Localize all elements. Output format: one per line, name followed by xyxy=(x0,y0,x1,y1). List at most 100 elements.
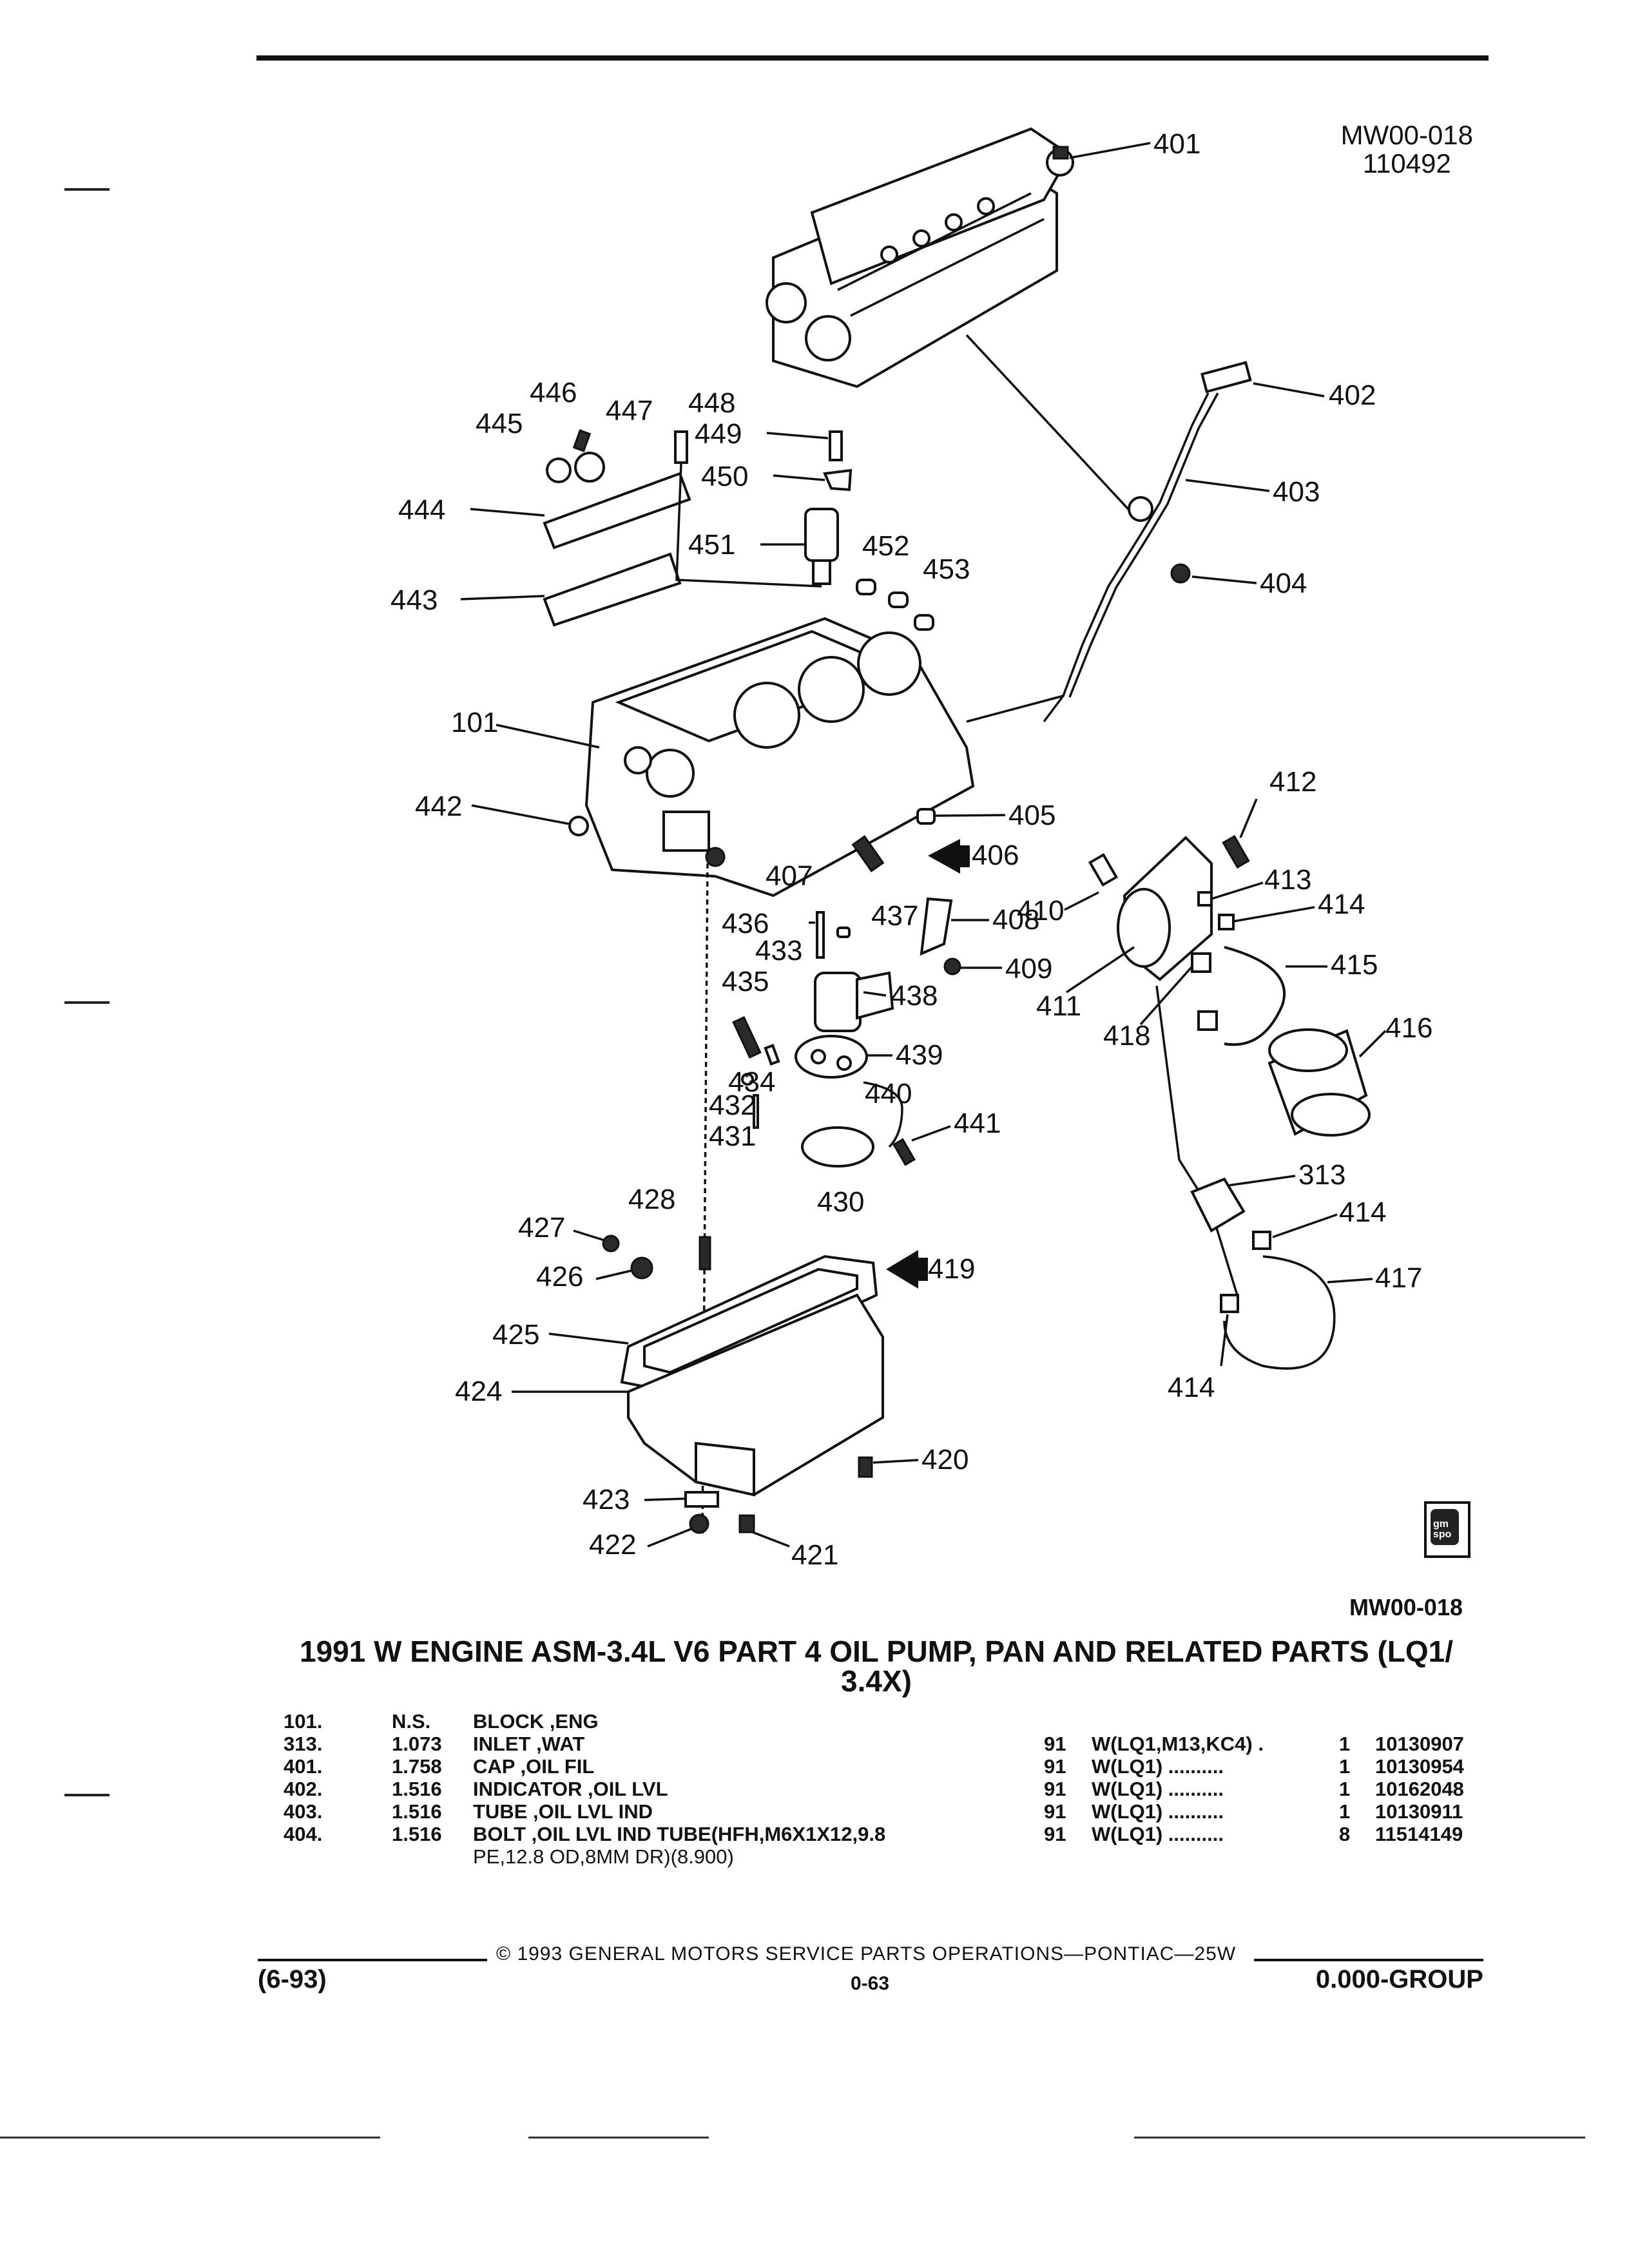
callout-313: 313 xyxy=(1298,1159,1345,1191)
cover-parts-illustration xyxy=(543,429,934,631)
document-number: MW00-018 xyxy=(1340,120,1473,150)
leader-450 xyxy=(773,474,825,481)
gm-spo-logo: gm spo xyxy=(1424,1501,1470,1558)
part-version: 1.516 xyxy=(392,1823,442,1845)
callout-422: 422 xyxy=(589,1529,636,1561)
part-version: N.S. xyxy=(392,1710,431,1733)
part-quantity: 8 xyxy=(1339,1823,1351,1845)
part-description: INDICATOR ,OIL LVL xyxy=(473,1778,668,1800)
callout-443: 443 xyxy=(390,584,438,616)
top-rule xyxy=(256,55,1489,61)
callout-413: 413 xyxy=(1264,864,1311,896)
page-number: 0-63 xyxy=(851,1973,890,1994)
part-number: 10162048 xyxy=(1375,1778,1464,1800)
leader-405 xyxy=(935,814,1006,817)
leader-414b xyxy=(1272,1213,1338,1238)
callout-452: 452 xyxy=(862,530,909,562)
document-id: MW00-018 110492 xyxy=(1341,121,1473,178)
parts-list: 101. N.S. BLOCK ,ENG 313. 1.073 INLET ,W… xyxy=(284,1710,1495,1868)
callout-424: 424 xyxy=(455,1376,502,1407)
part-version: 1.758 xyxy=(392,1755,442,1778)
leader-417 xyxy=(1327,1278,1373,1283)
leader-422 xyxy=(647,1527,693,1548)
callout-444: 444 xyxy=(398,494,445,526)
callout-416: 416 xyxy=(1385,1012,1432,1044)
group-number: 0.000-GROUP xyxy=(1315,1965,1483,1994)
part-ref: 403. xyxy=(284,1800,323,1823)
callout-414-middle: 414 xyxy=(1339,1196,1386,1228)
part-application: W(LQ1) .......... xyxy=(1092,1823,1224,1845)
callout-411: 411 xyxy=(1036,990,1081,1022)
part-ref: 402. xyxy=(284,1778,323,1800)
leader-101 xyxy=(496,724,600,749)
leader-410 xyxy=(1064,891,1099,911)
edge-mark xyxy=(64,1794,110,1796)
callout-440: 440 xyxy=(865,1078,912,1110)
part-application: W(LQ1) .......... xyxy=(1092,1755,1224,1778)
callout-401: 401 xyxy=(1153,128,1200,160)
callout-437: 437 xyxy=(871,900,918,932)
callout-428: 428 xyxy=(628,1184,675,1215)
leader-427 xyxy=(573,1229,605,1242)
callout-419: 419 xyxy=(928,1253,975,1285)
callout-403: 403 xyxy=(1273,476,1320,508)
page-title-line-1: 1991 W ENGINE ASM-3.4L V6 PART 4 OIL PUM… xyxy=(299,1635,1454,1668)
cylinder-head-illustration xyxy=(766,127,1074,389)
leader-442 xyxy=(471,804,574,826)
parts-row: 401. 1.758 CAP ,OIL FIL 91 W(LQ1) ......… xyxy=(284,1755,1495,1778)
callout-426: 426 xyxy=(536,1261,583,1293)
leader-423 xyxy=(644,1497,685,1501)
leader-444 xyxy=(470,508,545,517)
callout-417: 417 xyxy=(1375,1262,1422,1294)
callout-402: 402 xyxy=(1329,380,1376,411)
leader-404 xyxy=(1191,575,1257,584)
bottom-rule xyxy=(0,2137,380,2138)
callout-449: 449 xyxy=(695,418,742,450)
callout-436: 436 xyxy=(722,908,769,939)
callout-405: 405 xyxy=(1008,800,1055,831)
figure-reference: MW00-018 xyxy=(1349,1594,1463,1620)
callout-415: 415 xyxy=(1331,949,1378,981)
part-description: PE,12.8 OD,8MM DR)(8.900) xyxy=(473,1845,734,1868)
water-inlet-hose-illustration xyxy=(1155,985,1336,1370)
callout-439: 439 xyxy=(896,1039,943,1071)
part-version: 1.073 xyxy=(392,1733,442,1755)
part-model-year: 91 xyxy=(1044,1823,1066,1845)
callout-435: 435 xyxy=(722,966,769,997)
leader-420 xyxy=(872,1459,919,1464)
engine-block-illustration xyxy=(584,617,975,898)
part-application: W(LQ1,M13,KC4) . xyxy=(1092,1733,1264,1755)
footer-rule-right xyxy=(1254,1959,1483,1961)
leader-414a xyxy=(1233,906,1315,923)
page-title: 1991 W ENGINE ASM-3.4L V6 PART 4 OIL PUM… xyxy=(258,1637,1495,1696)
leader-443 xyxy=(460,595,545,601)
part-version: 1.516 xyxy=(392,1800,442,1823)
leader-313 xyxy=(1227,1175,1296,1187)
leader-441 xyxy=(911,1125,951,1142)
document-date: 110492 xyxy=(1362,148,1451,178)
part-description: BOLT ,OIL LVL IND TUBE(HFH,M6X1X12,9.8 xyxy=(473,1823,886,1845)
part-number: 10130954 xyxy=(1375,1755,1464,1778)
callout-427: 427 xyxy=(518,1212,565,1244)
parts-row: 313. 1.073 INLET ,WAT 91 W(LQ1,M13,KC4) … xyxy=(284,1733,1495,1755)
oil-pan-illustration xyxy=(602,1235,884,1534)
parts-row: 404. 1.516 BOLT ,OIL LVL IND TUBE(HFH,M6… xyxy=(284,1823,1495,1845)
bottom-rule xyxy=(1134,2137,1585,2138)
copyright-notice: © 1993 GENERAL MOTORS SERVICE PARTS OPER… xyxy=(496,1943,1237,1965)
part-number: 11514149 xyxy=(1375,1823,1463,1845)
callout-445: 445 xyxy=(476,408,523,439)
callout-406: 406 xyxy=(972,840,1019,871)
callout-407: 407 xyxy=(766,860,813,892)
callout-414-upper: 414 xyxy=(1318,889,1365,920)
leader-438 xyxy=(863,991,887,997)
callout-438: 438 xyxy=(891,980,938,1012)
callout-409: 409 xyxy=(1005,953,1052,985)
callout-425: 425 xyxy=(492,1319,539,1350)
part-model-year: 91 xyxy=(1044,1755,1066,1778)
parts-row: 101. N.S. BLOCK ,ENG xyxy=(284,1710,1495,1733)
part-number: 10130911 xyxy=(1375,1800,1463,1823)
leader-401 xyxy=(1069,142,1151,159)
part-number: 10130907 xyxy=(1375,1733,1464,1755)
page-title-line-2: 3.4X) xyxy=(841,1664,912,1698)
callout-420: 420 xyxy=(921,1444,969,1475)
